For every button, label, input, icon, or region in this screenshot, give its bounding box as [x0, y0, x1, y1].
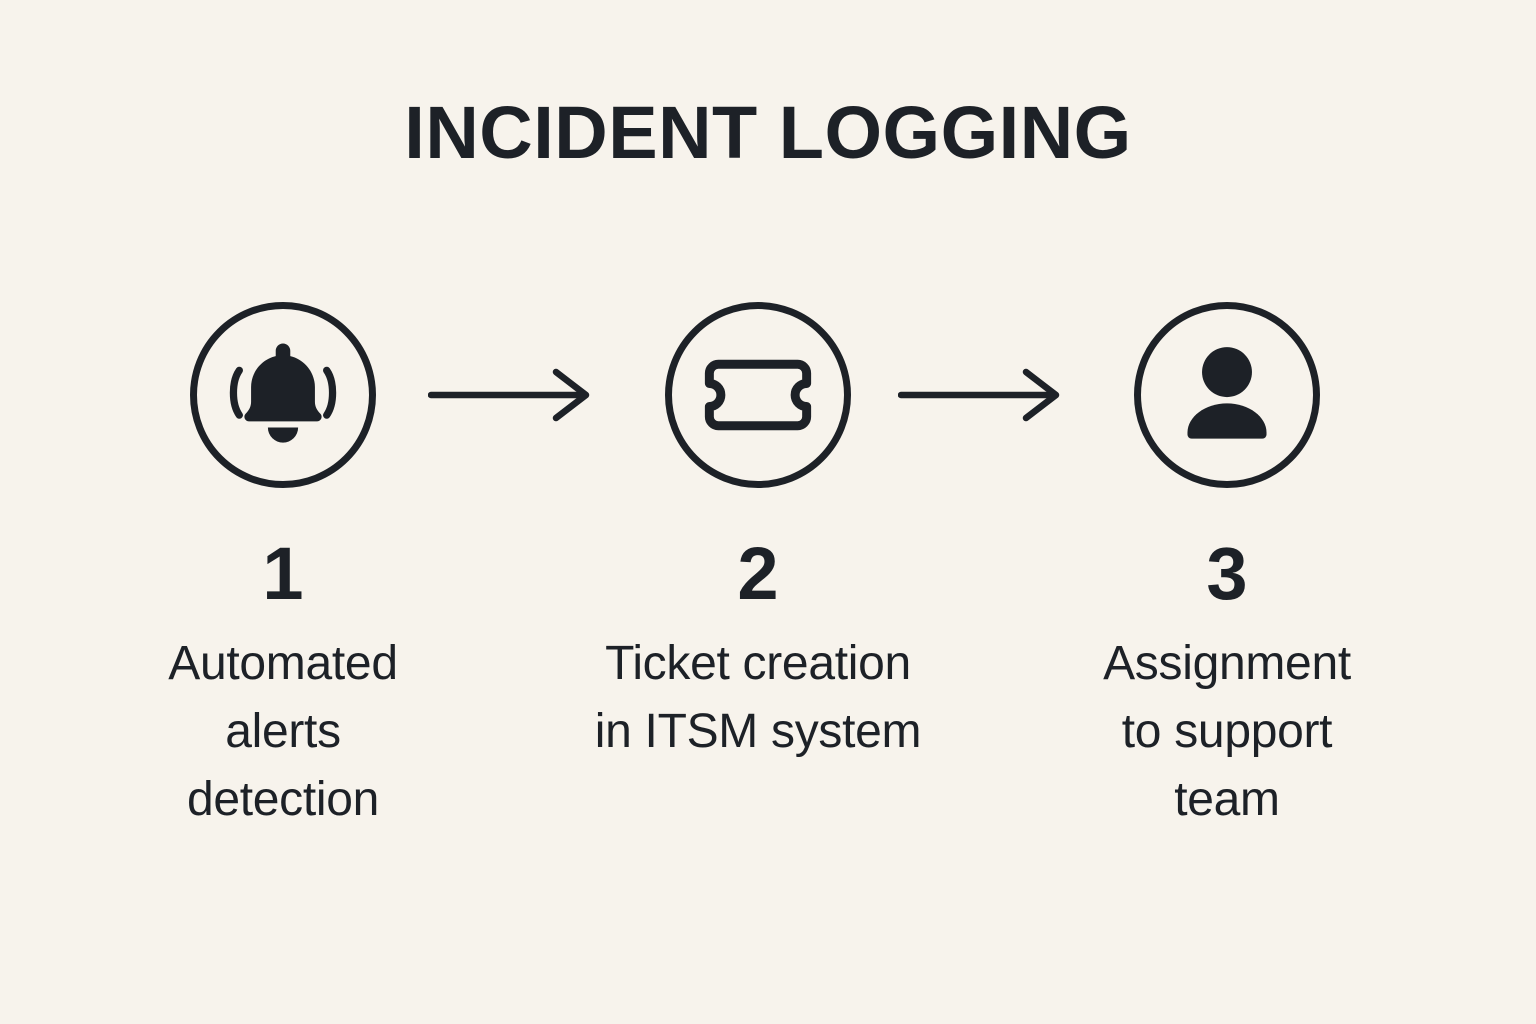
- arrow-right-icon: [898, 368, 1068, 422]
- bell-alert-icon: [227, 339, 339, 451]
- ticket-icon: [694, 331, 822, 459]
- step-3-number: 3: [1206, 532, 1248, 615]
- step-2-label: Ticket creation in ITSM system: [594, 637, 922, 758]
- step-2-number: 2: [737, 532, 779, 615]
- step-1-node: [190, 302, 376, 488]
- user-icon: [1175, 343, 1279, 447]
- diagram-title: INCIDENT LOGGING: [404, 91, 1132, 174]
- arrow-right-icon: [428, 368, 598, 422]
- step-2-node: [665, 302, 851, 488]
- step-1-number: 1: [262, 532, 304, 615]
- step-3-label: Assignment to support team: [1103, 637, 1351, 826]
- step-1-label: Automated alerts detection: [168, 637, 398, 826]
- step-3-node: [1134, 302, 1320, 488]
